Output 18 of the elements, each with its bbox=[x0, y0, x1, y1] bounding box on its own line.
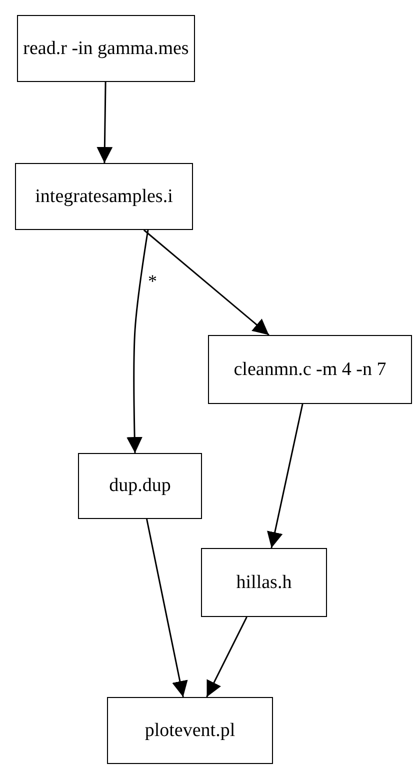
arrow bbox=[146, 518, 188, 698]
arrow bbox=[267, 404, 304, 548]
node-label: cleanmn.c -m 4 -n 7 bbox=[234, 358, 386, 380]
node-label: read.r -in gamma.mes bbox=[23, 38, 189, 60]
node-label: plotevent.pl bbox=[144, 720, 236, 742]
node-label: dup.dup bbox=[109, 475, 171, 497]
arrow bbox=[96, 82, 113, 164]
arrow bbox=[126, 230, 149, 454]
node-label: integratesamples.i bbox=[35, 186, 173, 208]
process-box bbox=[107, 697, 273, 764]
process-box bbox=[15, 163, 193, 230]
process-box bbox=[201, 548, 327, 617]
process-box bbox=[78, 453, 202, 519]
process-box bbox=[208, 335, 412, 404]
node-label: hillas.h bbox=[236, 572, 292, 594]
arrow bbox=[206, 616, 248, 698]
arrow bbox=[143, 229, 270, 336]
process-box bbox=[17, 15, 195, 82]
